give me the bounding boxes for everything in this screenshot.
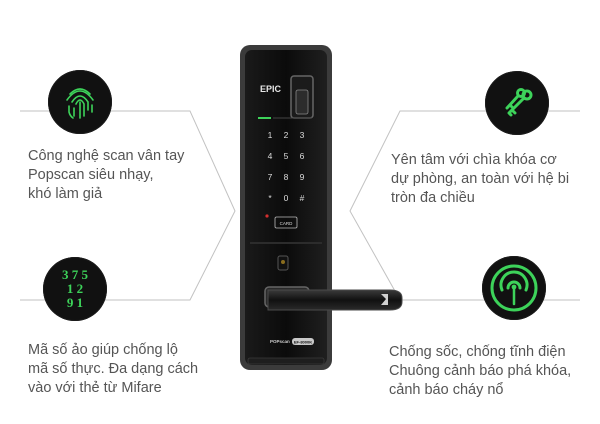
lock-brand: EPIC — [260, 84, 282, 94]
feature-keys-text: Yên tâm với chìa khóa cơ dự phòng, an to… — [391, 152, 570, 206]
key-2[interactable]: 2 — [284, 130, 289, 140]
digits-badge: 3 7 5 1 2 9 1 — [43, 257, 107, 321]
key-0[interactable]: 0 — [284, 193, 289, 203]
key-9[interactable]: 9 — [300, 172, 305, 182]
fingerprint-badge — [48, 70, 112, 134]
key-star[interactable]: * — [268, 193, 272, 203]
alert-led — [265, 214, 269, 218]
key-8[interactable]: 8 — [284, 172, 289, 182]
feature-digits-text: Mã số ảo giúp chống lộ mã số thực. Đa dạ… — [28, 342, 199, 396]
alarm-signal-icon — [490, 264, 538, 312]
feature-alarm-text: Chống sốc, chống tĩnh điện Chuông cảnh b… — [389, 344, 572, 398]
door-handle[interactable] — [267, 289, 403, 311]
key-4[interactable]: 4 — [268, 151, 273, 161]
key-1[interactable]: 1 — [268, 130, 273, 140]
keypad: 1 2 3 4 5 6 7 8 9 * 0 # — [268, 130, 305, 203]
keys-badge — [485, 71, 549, 135]
digits-row-1: 3 7 5 — [62, 267, 89, 282]
handle-logo — [381, 294, 388, 305]
card-reader[interactable] — [274, 216, 298, 229]
feature-fingerprint-text: Công nghệ scan vân tay Popscan siêu nhạy… — [28, 148, 185, 202]
alarm-badge — [482, 256, 546, 320]
digits-row-3: 9 1 — [67, 295, 83, 310]
model-badge: EF-8000K — [294, 340, 312, 345]
key-hash[interactable]: # — [300, 193, 305, 203]
door-lock: EPIC 1 2 3 4 5 6 7 8 9 * 0 # CARD POPsca… — [240, 45, 403, 370]
key-7[interactable]: 7 — [268, 172, 273, 182]
card-label: CARD — [280, 221, 294, 226]
key-5[interactable]: 5 — [284, 151, 289, 161]
model-label: POPscan — [270, 339, 290, 344]
lock-body — [245, 50, 327, 365]
digits-row-2: 1 2 — [67, 281, 83, 296]
model-badge-bg — [292, 338, 314, 345]
status-led — [258, 117, 271, 119]
key-6[interactable]: 6 — [300, 151, 305, 161]
key-3[interactable]: 3 — [300, 130, 305, 140]
digits-icon: 3 7 5 1 2 9 1 — [62, 267, 89, 310]
fingerprint-icon — [66, 88, 94, 119]
keys-icon — [505, 88, 533, 117]
